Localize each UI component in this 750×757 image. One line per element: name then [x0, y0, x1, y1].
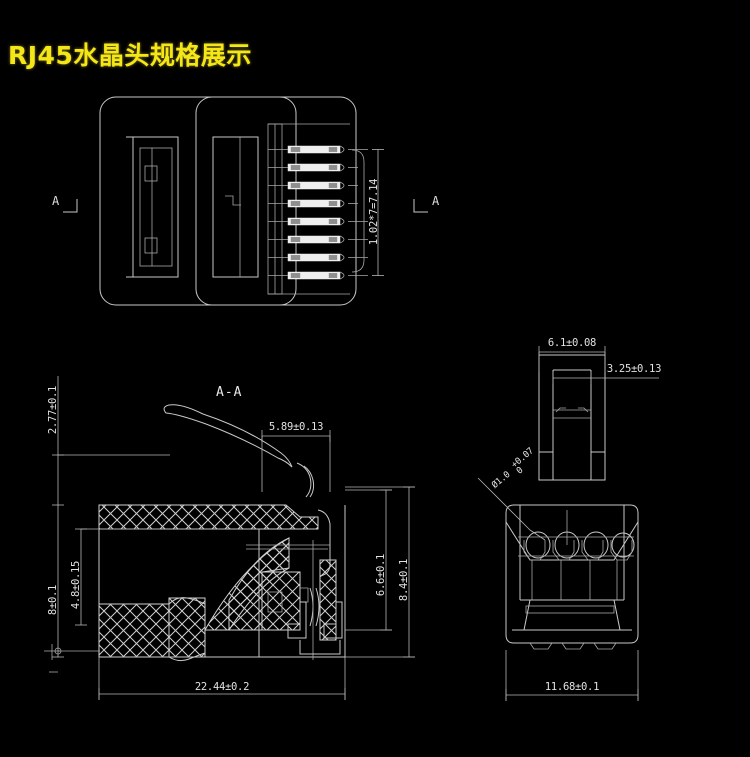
front-body [505, 504, 639, 650]
dim-22-44: 22.44±0.2 [98, 657, 346, 700]
section-marker-right: A [413, 194, 440, 213]
dim-hole-diameter: Ø1.0 +0.07 0 [477, 446, 546, 541]
section-marker-left-label: A [52, 194, 60, 208]
section-aa-group: A-A [44, 376, 415, 700]
dim-6-6-label: 6.6±0.1 [375, 554, 387, 596]
top-middle-view [212, 136, 259, 278]
section-marker-right-label: A [432, 194, 440, 208]
dim-8: 8±0.1 [47, 505, 64, 658]
dim-6-1-label: 6.1±0.08 [548, 337, 596, 349]
dim-3-25: 3.25±0.13 [552, 363, 661, 384]
dim-8-label: 8±0.1 [47, 585, 59, 615]
datum-mark [44, 644, 100, 673]
dim-hole-diameter-label: Ø1.0 [490, 469, 513, 491]
contact-blades [246, 540, 343, 660]
page-title: RJ45水晶头规格展示 [8, 41, 252, 70]
dim-2-77: 2.77±0.1 [47, 376, 170, 506]
front-latch [538, 354, 606, 481]
housing-top [98, 504, 319, 530]
wire-holes [518, 510, 635, 600]
top-left-frame [99, 96, 297, 306]
bottom-tabs [525, 605, 617, 650]
top-left-view [126, 136, 179, 278]
section-marker-left: A [52, 194, 78, 213]
dim-8-4: 8.4±0.1 [345, 486, 415, 658]
dim-22-44-label: 22.44±0.2 [195, 681, 249, 693]
front-view-group: 6.1±0.08 3.25±0.13 Ø1.0 +0.07 0 [477, 337, 661, 701]
dim-4-8-label: 4.8±0.15 [70, 561, 82, 609]
dim-11-68: 11.68±0.1 [505, 650, 639, 701]
dim-pin-pitch-label: 1.02*7=7.14 [368, 179, 380, 245]
top-right-pin-view [267, 123, 368, 295]
dim-2-77-label: 2.77±0.1 [47, 386, 59, 434]
section-aa-label: A-A [216, 385, 242, 400]
dim-4-8: 4.8±0.15 [70, 528, 160, 626]
dim-hole-tol-lower-label: 0 [515, 466, 525, 477]
top-right-frame [195, 96, 357, 306]
top-view-group: 1.02*7=7.14 A A [52, 96, 440, 306]
dim-5-89: 5.89±0.13 [261, 421, 331, 492]
dim-6-1: 6.1±0.08 [538, 337, 606, 372]
latch-lever [163, 404, 293, 468]
housing-body [98, 528, 345, 662]
dim-11-68-label: 11.68±0.1 [545, 681, 599, 693]
dim-hole-tol-upper-label: +0.07 [510, 446, 536, 470]
dim-6-6: 6.6±0.1 [345, 489, 392, 631]
dim-5-89-label: 5.89±0.13 [269, 421, 323, 433]
dim-pin-pitch: 1.02*7=7.14 [368, 149, 384, 276]
dim-8-4-label: 8.4±0.1 [398, 559, 410, 601]
dim-3-25-label: 3.25±0.13 [607, 363, 661, 375]
pin-contacts [268, 145, 368, 280]
